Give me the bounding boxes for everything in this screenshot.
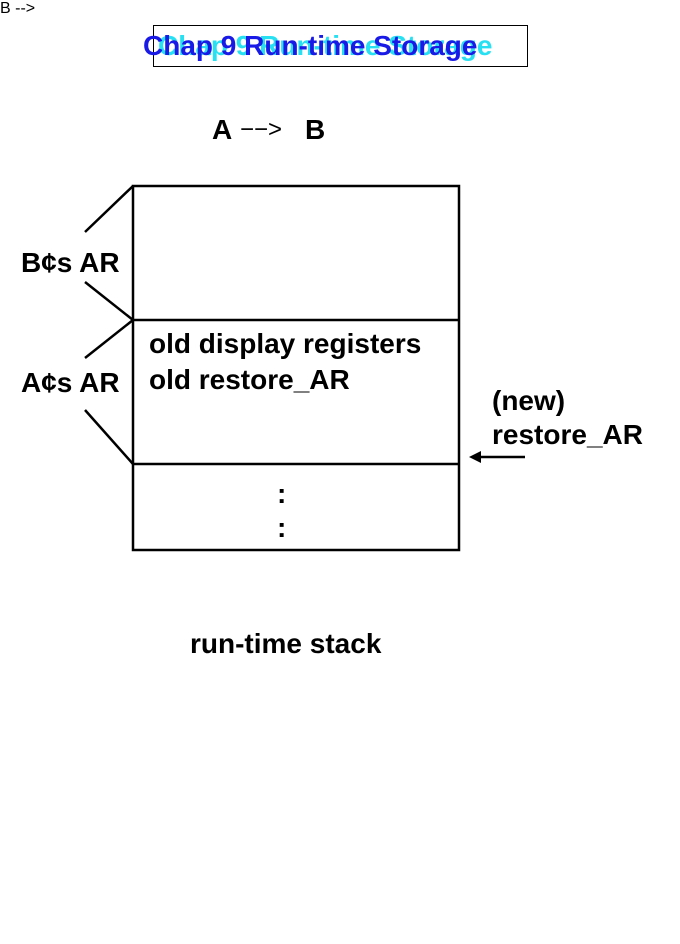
title-box: [153, 25, 528, 67]
ellipsis-upper: :: [277, 478, 287, 509]
relation-to: B: [305, 114, 326, 145]
a-ar-bracket-top: [84, 319, 134, 359]
page-title: Chap 9 Run-time Storage: [143, 30, 478, 61]
b-ar-bracket-bottom: [84, 281, 134, 321]
ellipsis-lower: :: [277, 512, 287, 543]
a-ar-label: A¢s AR: [21, 367, 120, 398]
restore-ar-pointer-head: [469, 451, 481, 463]
title-shadow: Chap 9 Run-time Storage: [158, 30, 493, 61]
pointer-label-new: (new): [492, 385, 566, 416]
old-display-registers: old display registers: [149, 328, 422, 359]
b-ar-label: B¢s AR: [21, 247, 120, 278]
b-ar-bracket-top: [84, 185, 134, 233]
relation-from: A: [212, 114, 233, 145]
relation-arrow: −−>: [240, 116, 283, 143]
old-restore-ar: old restore_AR: [149, 364, 350, 395]
pointer-label-restore-ar: restore_AR: [492, 419, 643, 450]
stack-outline: [131, 184, 461, 552]
a-ar-bracket-bottom: [84, 409, 134, 465]
stack-caption: run-time stack: [190, 628, 382, 659]
